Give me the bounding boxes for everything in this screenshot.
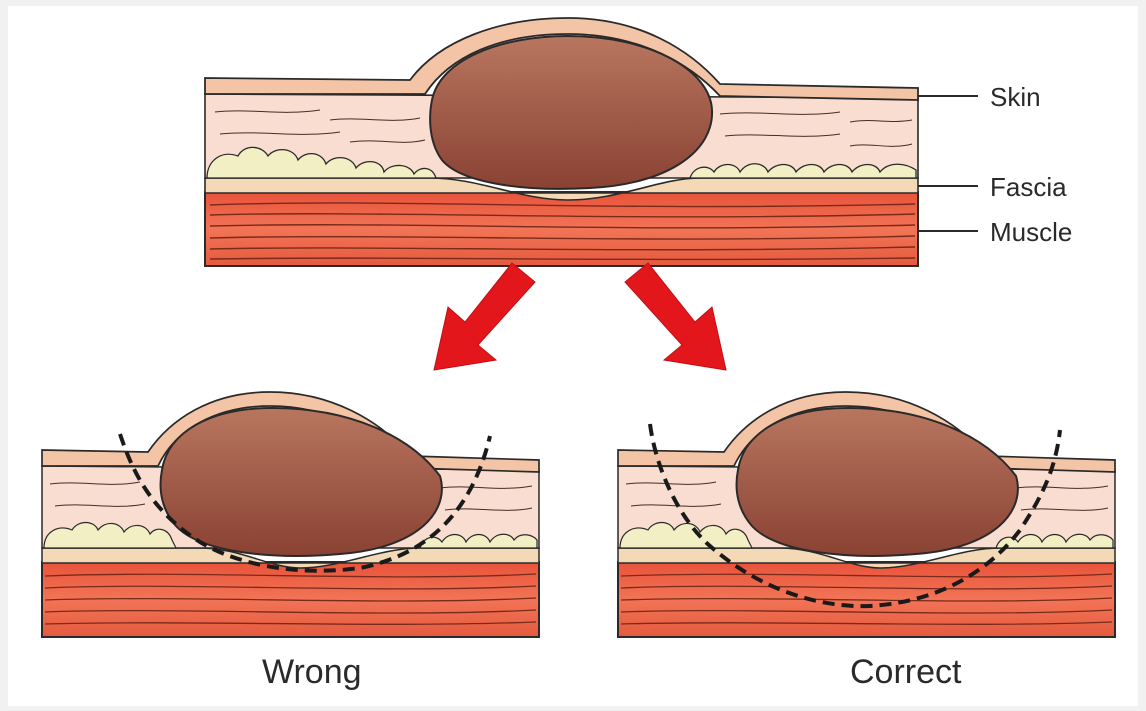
wrong-panel — [42, 392, 539, 637]
arrows — [434, 263, 726, 370]
skin-label: Skin — [990, 82, 1041, 112]
correct-caption: Correct — [850, 653, 962, 691]
top-labels: Skin Fascia Muscle — [918, 82, 1072, 247]
correct-panel — [618, 392, 1115, 637]
muscle-label: Muscle — [990, 217, 1072, 247]
top-panel — [205, 18, 918, 266]
lesion — [430, 36, 712, 189]
arrow-right — [625, 263, 726, 370]
fascia-label: Fascia — [990, 172, 1067, 202]
wrong-caption: Wrong — [262, 653, 362, 691]
arrow-left — [434, 263, 535, 370]
